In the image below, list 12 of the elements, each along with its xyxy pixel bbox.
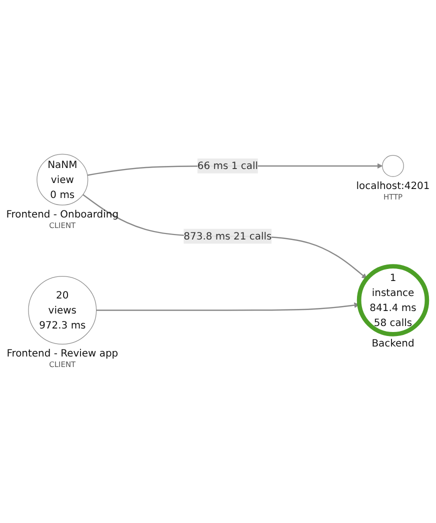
node-name: Frontend - Onboarding (6, 209, 119, 220)
edge-label: 873.8 ms 21 calls (184, 230, 272, 242)
arrow (82, 194, 368, 279)
node-circle (382, 154, 404, 177)
node-name: Backend (372, 338, 414, 350)
node-circle: NaNM view 0 ms (36, 154, 88, 206)
node-circle: 1 instance 841.4 ms 58 calls (356, 264, 430, 336)
node-name: Frontend - Review app (6, 348, 118, 360)
arrow (96, 302, 360, 311)
node-name: localhost:4201 (356, 180, 430, 192)
edge-label: 66 ms 1 call (197, 160, 258, 172)
node-circle: 20 views 972.3 ms (28, 276, 97, 344)
